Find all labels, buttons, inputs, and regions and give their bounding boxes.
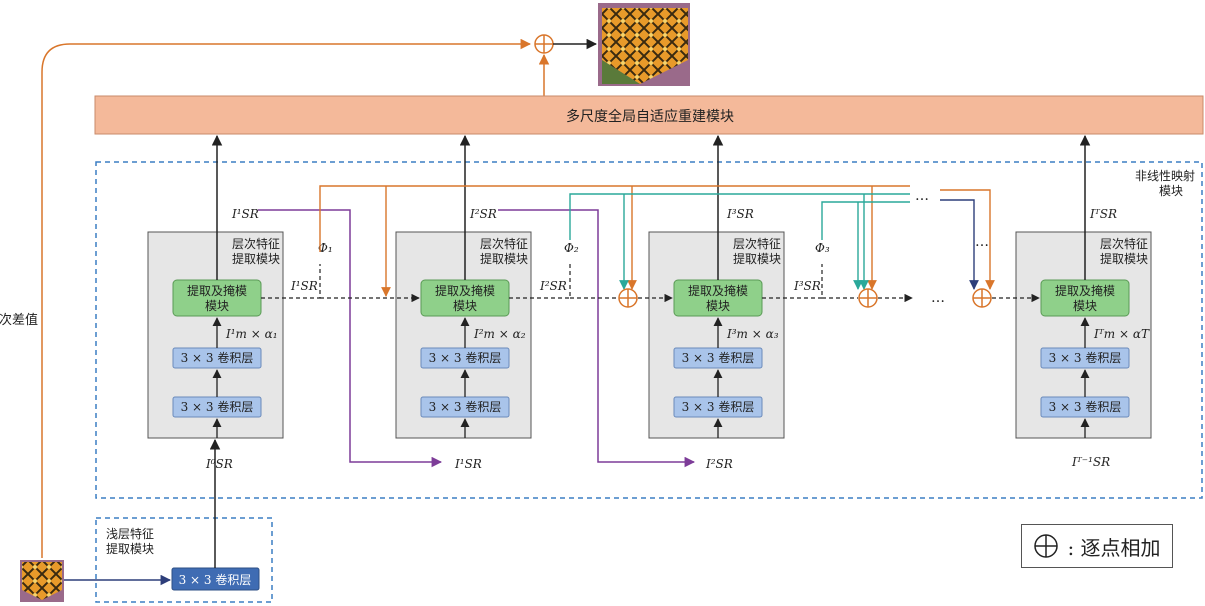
block-title-line1: 层次特征 (480, 236, 528, 251)
output-image (598, 3, 690, 86)
scale-label: Iᵀm × αT (1093, 327, 1150, 341)
side-label: I³SR (793, 279, 821, 293)
ellipsis-dense: … (915, 188, 929, 204)
scale-label: I³m × α₃ (726, 327, 779, 341)
conv-upper-label: 3 × 3 卷积层 (429, 350, 502, 365)
shallow-conv-label: 3 × 3 卷积层 (179, 572, 252, 587)
extract-mask-line1: 提取及掩模 (1055, 283, 1115, 298)
block-title-line2: 提取模块 (480, 251, 528, 266)
block-title-line1: 层次特征 (733, 236, 781, 251)
extract-mask-line2: 模块 (453, 299, 477, 313)
conv-upper-label: 3 × 3 卷积层 (1049, 350, 1122, 365)
side-label: I²SR (539, 279, 567, 293)
hierarchical-block-T: 层次特征 提取模块 提取及掩模 模块 3 × 3 卷积层 3 × 3 卷积层 I… (1016, 136, 1151, 469)
shallow-label-line1: 浅层特征 (106, 526, 154, 541)
conv-upper-label: 3 × 3 卷积层 (181, 350, 254, 365)
scale-label: I¹m × α₁ (225, 327, 278, 341)
extract-mask-line2: 模块 (1073, 299, 1097, 313)
legend: : 逐点相加 (1021, 524, 1173, 568)
phi-label: Φ₃ (815, 241, 830, 255)
input-label: I⁰SR (205, 457, 233, 471)
dense-line-out-navy (940, 200, 974, 289)
legend-text: : 逐点相加 (1067, 532, 1160, 561)
nonlinear-label-line1: 非线性映射 (1135, 168, 1195, 183)
extract-mask-line2: 模块 (706, 299, 730, 313)
output-label: IᵀSR (1089, 207, 1117, 221)
scale-label: I²m × α₂ (473, 327, 526, 341)
block-title-line1: 层次特征 (232, 236, 280, 251)
input-image (20, 560, 64, 602)
output-label: I²SR (469, 207, 497, 221)
block-title-line2: 提取模块 (1100, 251, 1148, 266)
nonlinear-label-line2: 模块 (1159, 184, 1183, 198)
extract-mask-line1: 提取及掩模 (688, 283, 748, 298)
input-label: I¹SR (454, 457, 482, 471)
conv-upper-label: 3 × 3 卷积层 (682, 350, 755, 365)
extract-mask-line1: 提取及掩模 (435, 283, 495, 298)
shallow-label-line2: 提取模块 (106, 541, 154, 556)
output-label: I³SR (726, 207, 754, 221)
side-label: I¹SR (290, 279, 318, 293)
output-label: I¹SR (231, 207, 259, 221)
bicubic-label: 双三次差值 (0, 312, 38, 328)
dense-line-phi3 (822, 202, 910, 240)
input-label: I²SR (705, 457, 733, 471)
extract-mask-line1: 提取及掩模 (187, 283, 247, 298)
block-title-line1: 层次特征 (1100, 236, 1148, 251)
conv-lower-label: 3 × 3 卷积层 (181, 399, 254, 414)
top-add-icon (535, 35, 553, 53)
extract-mask-line2: 模块 (205, 299, 229, 313)
pointwise-add-icon (1033, 533, 1059, 559)
reconstruction-module-label: 多尺度全局自适应重建模块 (566, 108, 734, 125)
conv-lower-label: 3 × 3 卷积层 (1049, 399, 1122, 414)
hierarchical-block-1: 层次特征 提取模块 提取及掩模 模块 3 × 3 卷积层 3 × 3 卷积层 I… (148, 136, 333, 471)
add-node-blockT (973, 289, 991, 307)
block-title-line2: 提取模块 (733, 251, 781, 266)
ellipsis-vertical: … (975, 234, 989, 250)
add-node-block4 (859, 289, 877, 307)
conv-lower-label: 3 × 3 卷积层 (682, 399, 755, 414)
conv-lower-label: 3 × 3 卷积层 (429, 399, 502, 414)
ellipsis-flow: … (931, 290, 945, 306)
block-title-line2: 提取模块 (232, 251, 280, 266)
input-label: Iᵀ⁻¹SR (1071, 455, 1110, 469)
add-node-block3 (619, 289, 637, 307)
phi-label: Φ₂ (564, 241, 579, 255)
